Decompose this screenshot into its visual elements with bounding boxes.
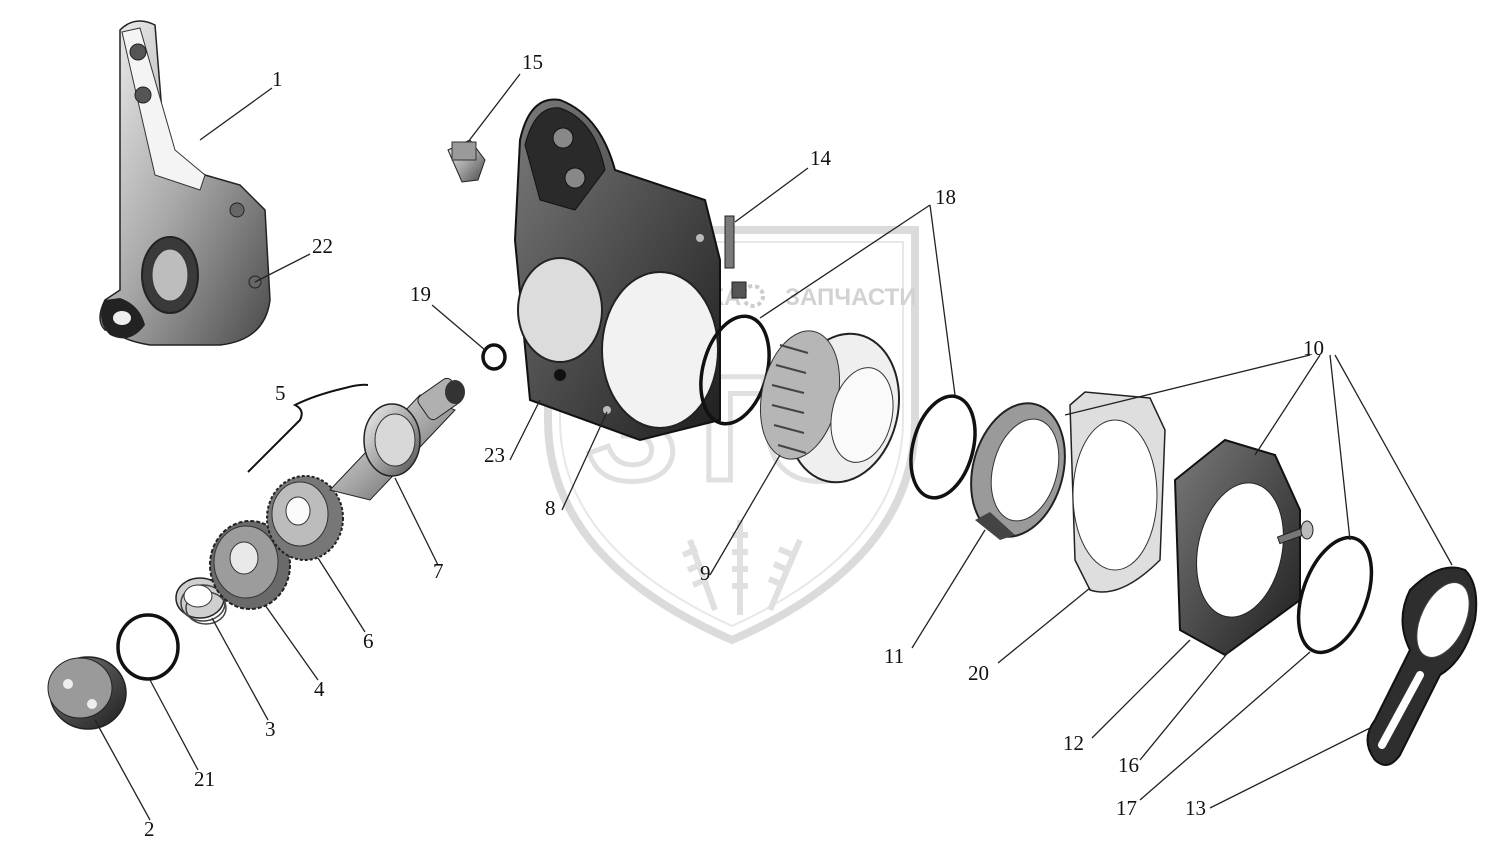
- leader-lines: [94, 73, 1453, 821]
- leader-9: [709, 454, 781, 576]
- leader-18b: [929, 204, 956, 396]
- leader-10d: [1334, 354, 1453, 566]
- part-worm-gear: [209, 520, 291, 610]
- callout-9: 9: [700, 561, 711, 585]
- callout-8: 8: [545, 496, 556, 520]
- part-wrench: [1366, 566, 1478, 766]
- callout-4: 4: [314, 677, 325, 701]
- watermark-wheat-icon: [681, 520, 803, 615]
- part-pin: [724, 215, 747, 299]
- leader-6: [317, 557, 366, 633]
- leader-23: [509, 399, 541, 461]
- callout-16: 16: [1118, 753, 1139, 777]
- leader-19: [431, 304, 486, 351]
- leader-12: [1091, 639, 1191, 739]
- callout-3: 3: [265, 717, 276, 741]
- part-slack-adjuster-assembly: [99, 20, 271, 346]
- callout-1: 1: [272, 67, 283, 91]
- callout-15: 15: [522, 50, 543, 74]
- leader-18a: [759, 204, 931, 319]
- leader-8: [561, 411, 608, 511]
- leader-7: [394, 477, 439, 566]
- callout-14: 14: [810, 146, 832, 170]
- leader-20: [997, 587, 1091, 664]
- callout-18: 18: [935, 185, 956, 209]
- callout-19: 19: [410, 282, 431, 306]
- part-cover-cap: [47, 656, 127, 730]
- callout-13: 13: [1185, 796, 1206, 820]
- part-threaded-ring: [970, 402, 1066, 540]
- callout-21: 21: [194, 767, 215, 791]
- callout-2: 2: [144, 817, 155, 841]
- part-clutch-ring: [266, 475, 344, 561]
- part-screw: [1276, 520, 1314, 545]
- leader-3: [211, 617, 269, 721]
- part-gasket: [1069, 391, 1166, 593]
- callout-17: 17: [1116, 796, 1137, 820]
- callout-5: 5: [275, 381, 286, 405]
- callout-7: 7: [433, 559, 444, 583]
- leader-10c: [1329, 354, 1351, 541]
- watermark-right-text: ЗАПЧАСТИ: [785, 284, 917, 311]
- part-housing: [513, 98, 721, 442]
- leader-10b: [1254, 354, 1321, 456]
- callout-22: 22: [312, 234, 333, 258]
- callout-10: 10: [1303, 336, 1324, 360]
- part-5-bracket: [247, 383, 369, 473]
- part-small-ring: [481, 343, 507, 371]
- part-o-ring-large: [1296, 535, 1374, 655]
- part-o-ring-right: [909, 394, 977, 500]
- leader-16: [1139, 649, 1231, 761]
- leader-2: [94, 719, 151, 821]
- watermark-shield: [544, 226, 919, 645]
- leader-14: [734, 167, 809, 223]
- leader-22: [254, 253, 311, 283]
- callout-6: 6: [363, 629, 374, 653]
- callout-12: 12: [1063, 731, 1084, 755]
- callout-labels: 1 2 3 4 5 6 7 8 9 10 11 12 13 14 15 16 1…: [144, 50, 1324, 841]
- leader-15: [467, 73, 521, 143]
- part-o-ring-small: [116, 613, 180, 681]
- leader-1: [199, 87, 273, 141]
- leader-17: [1139, 651, 1311, 801]
- part-plug: [447, 139, 486, 183]
- part-worm-shaft: [329, 377, 465, 501]
- leader-4: [264, 604, 319, 681]
- part-roller-bearing: [759, 330, 901, 484]
- leader-11: [911, 529, 986, 649]
- part-cover-plate: [1173, 438, 1301, 657]
- callout-11: 11: [884, 644, 904, 668]
- callout-20: 20: [968, 661, 989, 685]
- leader-10a: [1064, 354, 1311, 416]
- leader-13: [1209, 727, 1371, 809]
- callout-23: 23: [484, 443, 505, 467]
- leader-21: [149, 679, 199, 771]
